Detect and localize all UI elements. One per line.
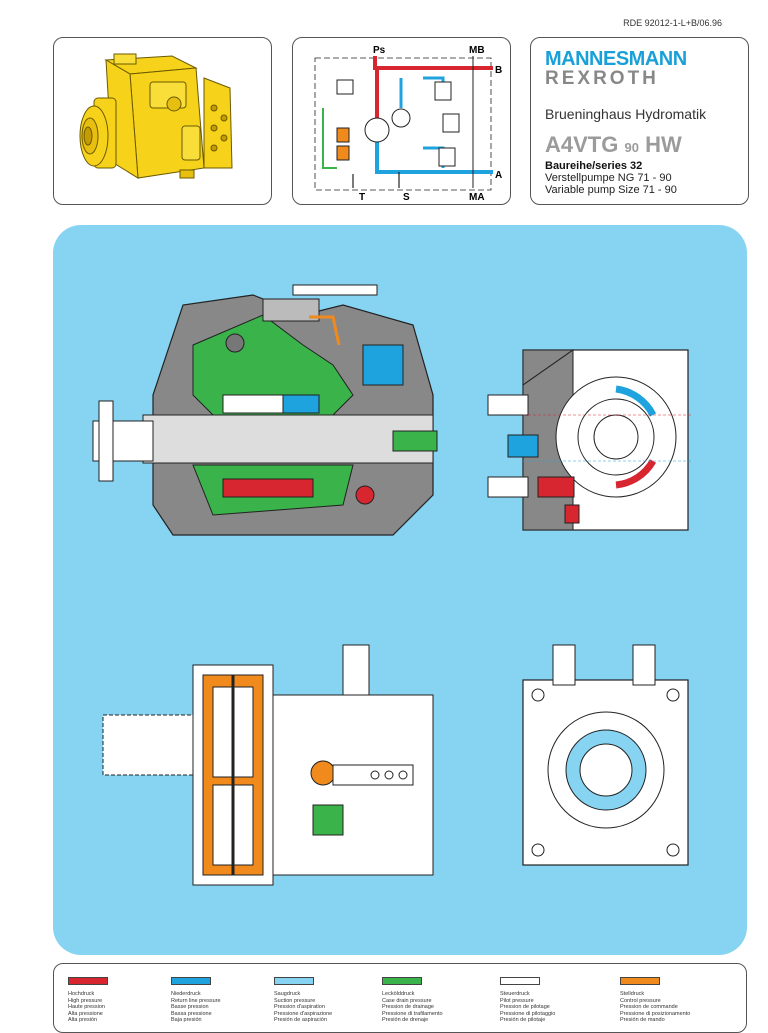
legend-text: Stelldruck	[620, 991, 645, 997]
model-designation: A4VTG 90 HW	[545, 132, 734, 158]
legend-text: Baja presión	[171, 1017, 202, 1023]
legend-swatch	[68, 977, 108, 985]
legend-text: Steuerdruck	[500, 991, 530, 997]
legend-text: Suction pressure	[274, 997, 316, 1004]
legend-swatch	[620, 977, 660, 985]
legend-item: Leckölddruck Case drain pressure Pressio…	[382, 977, 492, 1024]
legend-swatch	[274, 977, 314, 985]
model-size: 90	[624, 140, 639, 155]
port-ps-label: Ps	[373, 45, 386, 56]
color-legend: Hochdruck High pressure Haute pression A…	[53, 963, 747, 1033]
legend-text: Pressione di pilotaggio	[500, 1010, 556, 1017]
port-ma-label: MA	[469, 192, 485, 203]
legend-text: Presión de drenaje	[382, 1017, 429, 1023]
control-section-drawing	[102, 644, 434, 886]
sectional-drawings	[92, 284, 693, 886]
legend-text: Basse pression	[171, 1004, 209, 1010]
port-mb-label: MB	[469, 45, 485, 56]
port-t-label: T	[359, 192, 365, 203]
pump-illustration	[79, 53, 233, 179]
division-name: Brueninghaus Hydromatik	[545, 106, 707, 122]
document-reference: RDE 92012-1-L+B/06.96	[623, 18, 722, 28]
legend-text: Pression d'aspiration	[274, 1004, 325, 1010]
legend-text: Alta pressione	[68, 1010, 103, 1017]
legend-text: Presión de pilotaje	[500, 1017, 546, 1023]
pump-photo-box	[53, 37, 272, 205]
cross-section-drawing	[487, 349, 693, 531]
legend-text: Alta presión	[68, 1017, 98, 1023]
legend-text: Pression de pilotage	[500, 1004, 550, 1010]
legend-item: Saugdruck Suction pressure Pression d'as…	[274, 977, 384, 1024]
legend-item: Steuerdruck Pilot pressure Pression de p…	[500, 977, 610, 1024]
legend-text: Pression de drainage	[382, 1004, 434, 1010]
legend-item: Hochdruck High pressure Haute pression A…	[68, 977, 178, 1024]
brand-box: MANNESMANN REXROTH Brueninghaus Hydromat…	[530, 37, 749, 205]
hydraulic-schematic: Ps MB B A T S MA	[314, 45, 502, 203]
port-s-label: S	[403, 192, 410, 203]
legend-text: Return line pressure	[171, 997, 221, 1004]
model-suffix: HW	[645, 132, 682, 157]
port-a-label: A	[495, 170, 502, 181]
legend-text: Saugdruck	[274, 991, 301, 997]
legend-item: Stelldruck Control pressure Pression de …	[620, 977, 730, 1024]
model-main: A4VTG	[545, 132, 619, 157]
brand-logo-line2: REXROTH	[545, 68, 659, 89]
legend-text: Niederdruck	[171, 991, 201, 997]
port-b-label: B	[495, 65, 502, 76]
description-en: Variable pump Size 71 - 90	[545, 184, 677, 196]
legend-swatch	[382, 977, 422, 985]
legend-text: Presión de aspiración	[274, 1017, 327, 1023]
legend-text: Hochdruck	[68, 991, 95, 997]
legend-item: Niederdruck Return line pressure Basse p…	[171, 977, 281, 1024]
legend-text: Pressione d'aspirazione	[274, 1010, 333, 1017]
legend-text: Leckölddruck	[382, 991, 415, 997]
legend-text: Pressione di trafilamento	[382, 1010, 443, 1017]
legend-text: Presión de mando	[620, 1017, 665, 1023]
longitudinal-section-drawing	[92, 284, 438, 536]
legend-text: Case drain pressure	[382, 997, 432, 1004]
legend-swatch	[500, 977, 540, 985]
legend-text: Bassa pressione	[171, 1010, 212, 1017]
series-line: Baureihe/series 32	[545, 160, 643, 172]
hydraulic-schematic-box: Ps MB B A T S MA	[292, 37, 511, 205]
cutaway-drawing-panel	[53, 225, 747, 955]
legend-swatch	[171, 977, 211, 985]
legend-text: Haute pression	[68, 1004, 105, 1010]
legend-text: Pressione di posizionamento	[620, 1010, 691, 1017]
legend-text: Pression de commande	[620, 1004, 678, 1010]
end-view-drawing	[522, 644, 689, 866]
brand-logo-line1: MANNESMANN	[545, 48, 687, 70]
description-de: Verstellpumpe NG 71 - 90	[545, 172, 672, 184]
legend-text: Control pressure	[620, 997, 661, 1004]
legend-text: Pilot pressure	[500, 997, 534, 1004]
legend-text: High pressure	[68, 997, 103, 1004]
